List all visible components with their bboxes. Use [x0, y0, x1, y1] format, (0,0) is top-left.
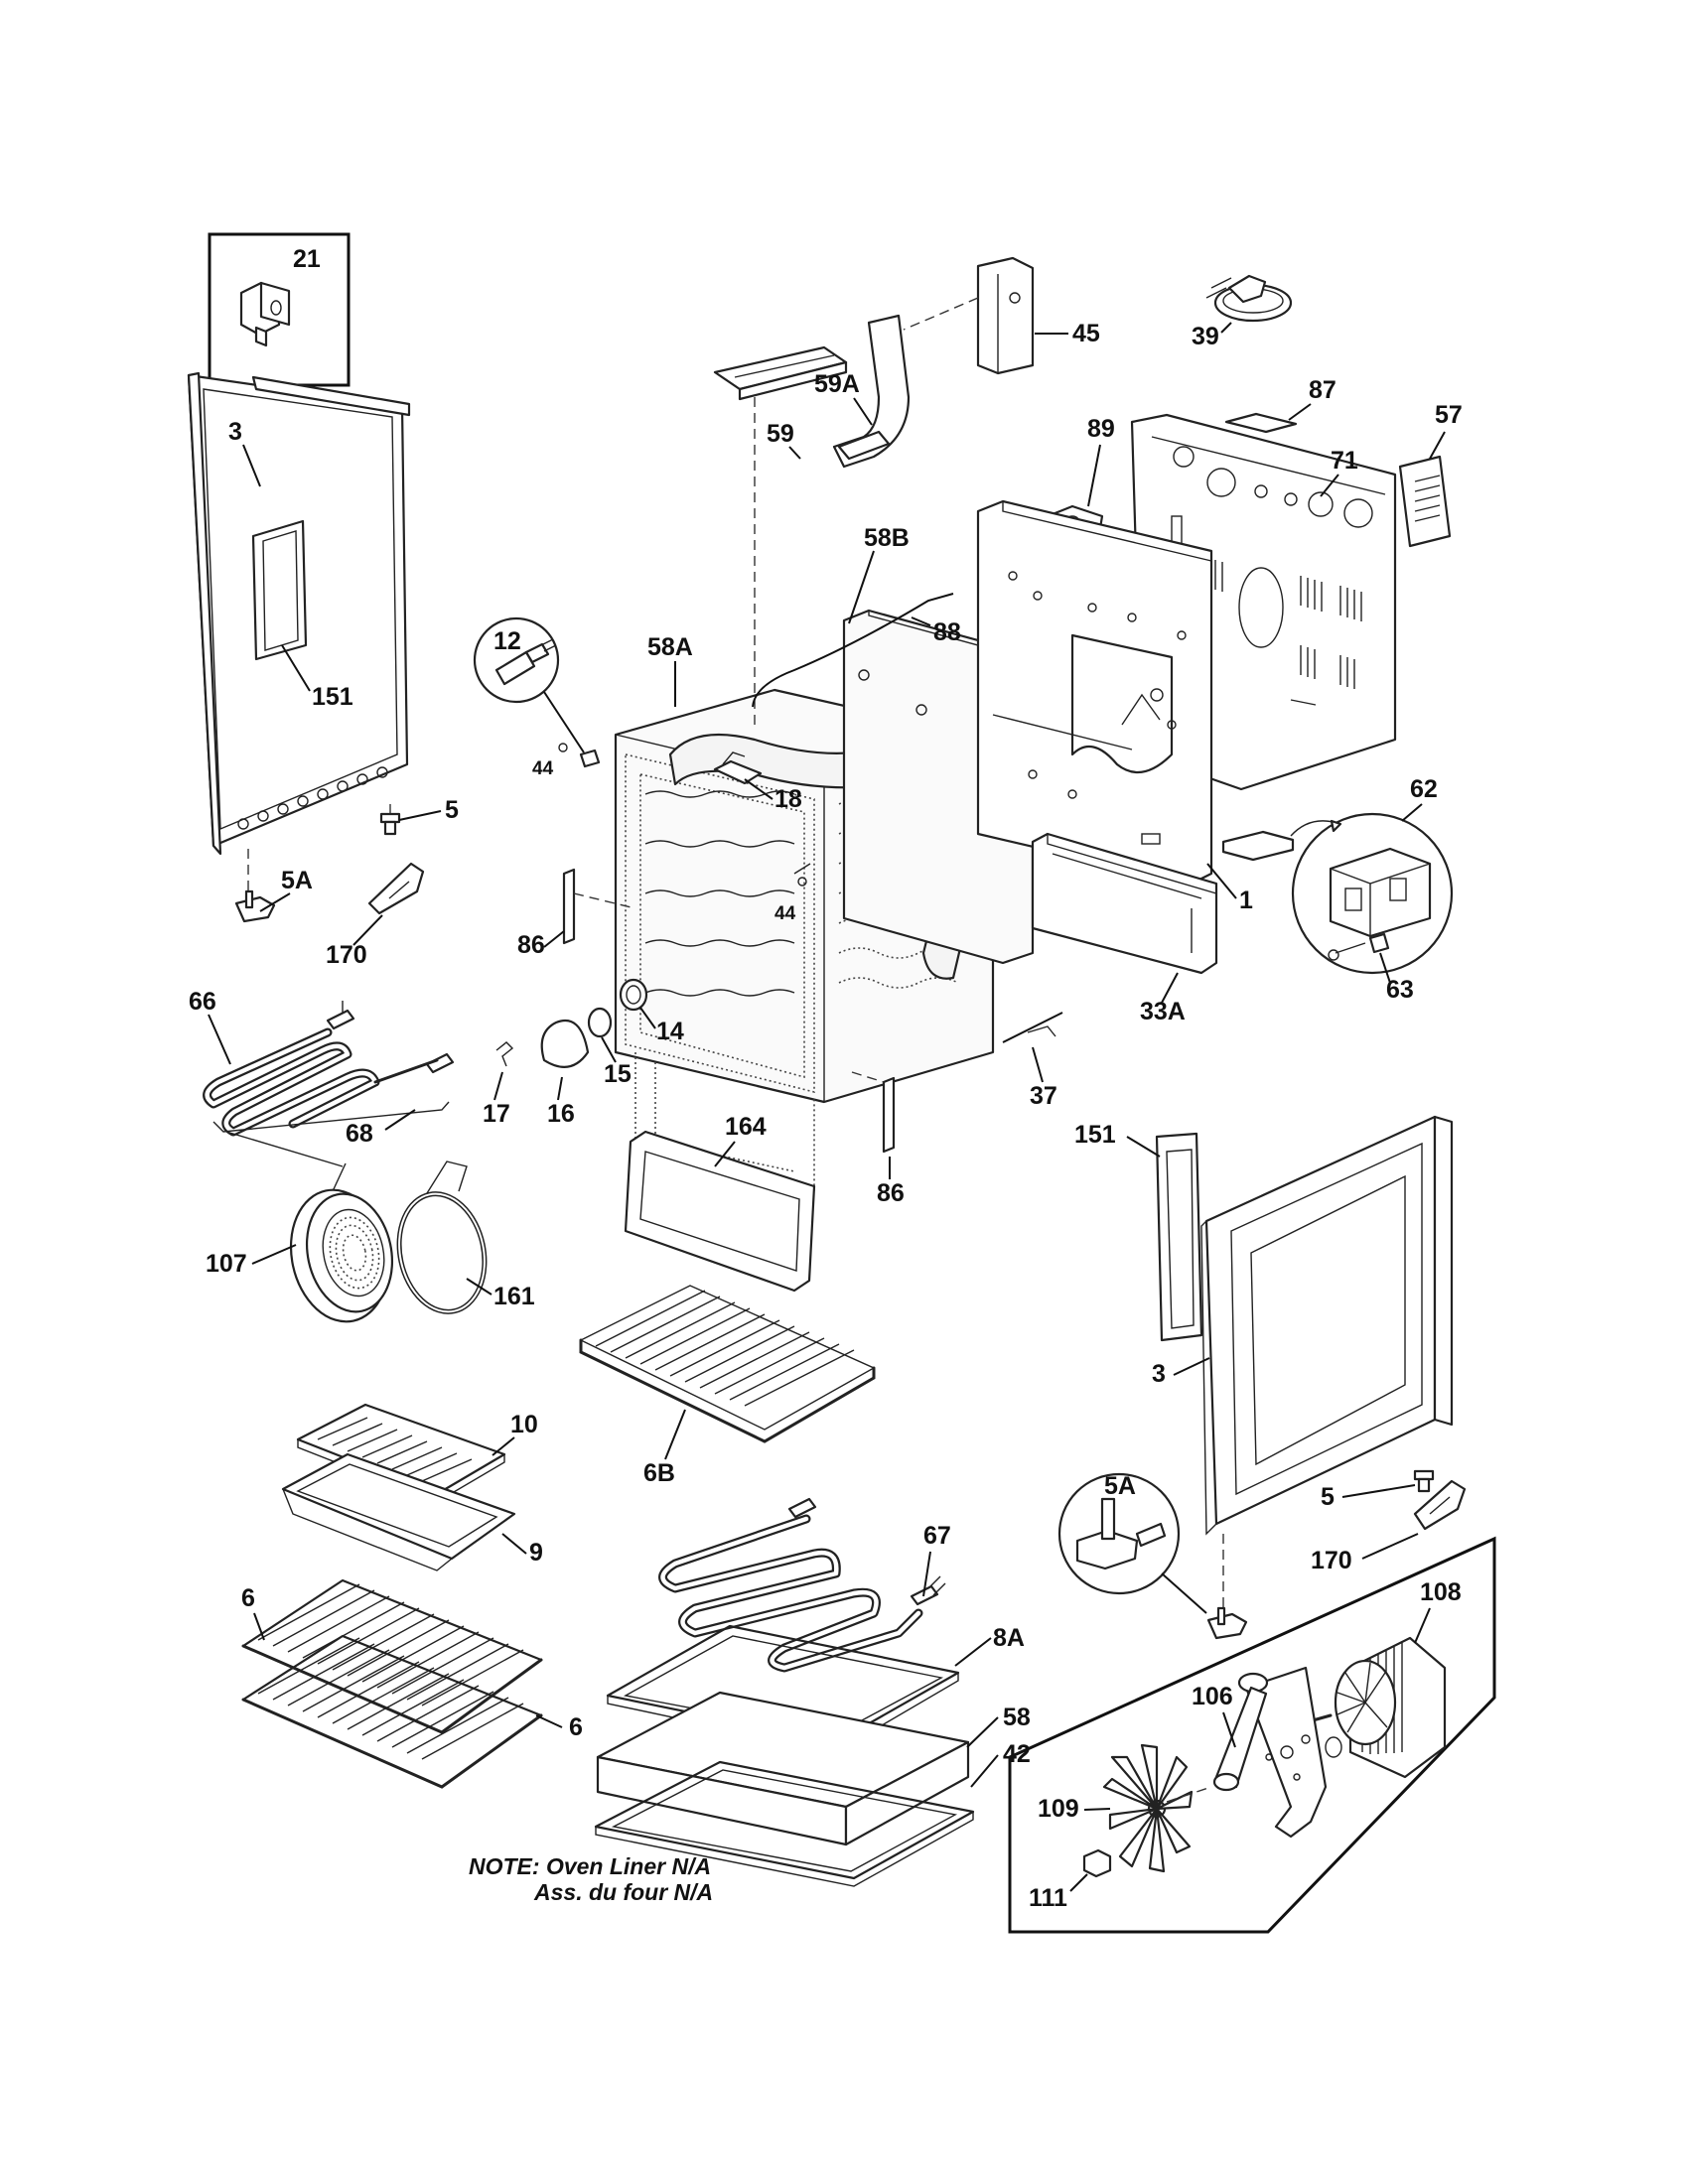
callout-6-upper: 6 [241, 1584, 255, 1612]
callout-39: 39 [1192, 323, 1219, 350]
broil-shield-68: 68 [212, 1101, 450, 1192]
callout-111: 111 [1029, 1884, 1067, 1912]
callout-45: 45 [1072, 320, 1100, 347]
callout-151-left: 151 [312, 683, 353, 711]
callout-44-b: 44 [774, 903, 796, 924]
note-line-1: NOTE: Oven Liner N/A [469, 1853, 711, 1879]
callout-5-left: 5 [445, 796, 459, 824]
callout-62: 62 [1410, 775, 1438, 803]
screw-44: 44 [774, 863, 811, 924]
left-side-panel: 3 151 [187, 371, 411, 856]
oven-rack-6-lower: 6 [241, 1634, 583, 1789]
callout-1: 1 [1239, 887, 1253, 914]
callout-5a-left: 5A [281, 867, 313, 894]
callout-44-a: 44 [532, 758, 554, 779]
callout-107: 107 [206, 1250, 247, 1278]
callout-5-right: 5 [1321, 1483, 1335, 1511]
callout-63: 63 [1386, 976, 1414, 1004]
duct-59: 59 [713, 345, 848, 730]
convection-fan-inset: 108 106 109 [1008, 1536, 1496, 1934]
callout-21: 21 [293, 245, 321, 273]
callout-106: 106 [1192, 1683, 1233, 1710]
gasket-161: 161 [396, 1160, 535, 1314]
fan-nut-111: 111 [1029, 1848, 1112, 1912]
plate-87: 87 [1224, 376, 1336, 434]
broil-element-66: 66 [189, 988, 455, 1137]
lower-panel-33a: 33A [1031, 832, 1218, 1025]
callout-15: 15 [604, 1060, 632, 1088]
callout-86-b: 86 [877, 1179, 905, 1207]
callout-9: 9 [529, 1539, 543, 1567]
callout-86-a: 86 [517, 931, 545, 959]
callout-108: 108 [1420, 1578, 1462, 1606]
power-cord-39: 39 [1192, 274, 1293, 350]
callout-16: 16 [547, 1100, 575, 1128]
callout-58a: 58A [647, 633, 693, 661]
callout-57: 57 [1435, 401, 1463, 429]
right-side-panel: 151 3 [1074, 1115, 1454, 1536]
wire-88: 88 [752, 593, 961, 708]
callout-18: 18 [774, 785, 802, 813]
fan-motor-108: 108 [1279, 1578, 1462, 1779]
note-block: NOTE: Oven Liner N/A Ass. du four N/A [469, 1853, 713, 1905]
callout-170-left: 170 [326, 941, 367, 969]
callout-58b: 58B [864, 524, 910, 552]
bracket-18: 18 [713, 751, 802, 813]
oven-rack-6-upper: 6 [241, 1578, 543, 1734]
vent-45: 45 [903, 256, 1100, 375]
callout-6-lower: 6 [569, 1713, 583, 1741]
callout-161: 161 [493, 1283, 535, 1310]
callout-17: 17 [483, 1100, 510, 1128]
motor-bracket-106: 106 [1192, 1666, 1342, 1839]
light-assembly: 14 15 16 17 [483, 978, 684, 1128]
insulation-58: 58 [596, 1691, 1031, 1846]
fan-blade-109: 109 [1038, 1743, 1212, 1873]
callout-10: 10 [510, 1411, 538, 1438]
terminal-block-62: 62 63 [1221, 775, 1454, 1004]
window-frame-164: 164 [624, 1113, 816, 1293]
callout-151-right: 151 [1074, 1121, 1116, 1149]
broil-pan-9: 9 [281, 1452, 543, 1571]
callout-3-right: 3 [1152, 1360, 1166, 1388]
duct-59a: 59A [814, 314, 911, 469]
left-leveler-group: 5 5A 170 [234, 796, 459, 969]
callout-58: 58 [1003, 1704, 1031, 1731]
callout-14: 14 [656, 1018, 684, 1045]
callout-8a: 8A [993, 1624, 1025, 1652]
callout-59a: 59A [814, 370, 860, 398]
callout-37: 37 [1030, 1082, 1057, 1110]
callout-66: 66 [189, 988, 216, 1016]
callout-3-left: 3 [228, 418, 242, 446]
callout-87: 87 [1309, 376, 1336, 404]
note-line-2: Ass. du four N/A [533, 1879, 713, 1905]
pan-42: 42 [594, 1740, 1031, 1887]
callout-67: 67 [923, 1522, 951, 1550]
fan-cover-107: 107 [206, 1188, 394, 1323]
rack-support-86-b: 86 [851, 1071, 905, 1207]
wire-37: 37 [1002, 1012, 1063, 1110]
callout-6b: 6B [643, 1459, 675, 1487]
bake-element-67: 67 [658, 1497, 951, 1673]
callout-88: 88 [933, 618, 961, 646]
oven-rack-6b: 6B [579, 1285, 876, 1487]
callout-170-right: 170 [1311, 1547, 1352, 1574]
right-leveler-group: 5 170 5A [1057, 1469, 1467, 1640]
rack-support-86-a: 86 [517, 868, 636, 959]
callout-89: 89 [1087, 415, 1115, 443]
rear-frame-1: 1 [976, 499, 1253, 914]
callout-68: 68 [346, 1120, 373, 1148]
callout-164: 164 [725, 1113, 767, 1141]
part-12-inset: 12 44 [473, 616, 601, 779]
callout-12: 12 [493, 627, 521, 655]
callout-71: 71 [1331, 447, 1358, 475]
callout-109: 109 [1038, 1795, 1079, 1823]
callout-59: 59 [767, 420, 794, 448]
part-21-inset: 21 [208, 232, 351, 387]
cover-57: 57 [1398, 401, 1463, 548]
callout-5a-right: 5A [1104, 1472, 1136, 1500]
